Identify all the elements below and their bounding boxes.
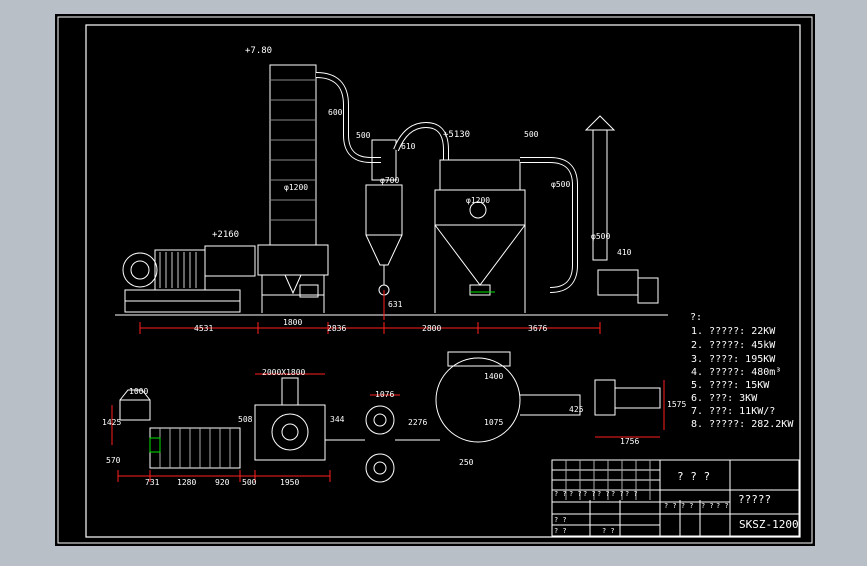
plan-dim-10: 508 <box>238 415 253 424</box>
plan-dim-16: 250 <box>459 458 474 467</box>
plan-dim-5: 1280 <box>177 478 197 487</box>
tb-r3c2: ? ? <box>701 502 714 510</box>
air-heater <box>122 245 256 313</box>
elevation-cyclone-label: +5130 <box>443 130 471 140</box>
tb-r3c1: ? ? ? ? <box>664 502 694 510</box>
plan-dim-3: 570 <box>106 456 121 465</box>
legend-item-4: 4. ?????: 480m³ <box>691 367 782 378</box>
legend-item-7: 7. ???: 11KW/? <box>691 406 776 417</box>
outer-frame <box>57 16 813 544</box>
front-dim-1: 4531 <box>194 324 214 333</box>
legend-item-3: 3. ????: 195KW <box>691 354 776 365</box>
front-dim-10: 600 <box>328 108 343 117</box>
tb-r1c1: ? ? <box>554 490 567 498</box>
plan-dim-19: 425 <box>569 405 584 414</box>
title-cell-2: ????? <box>738 493 772 506</box>
front-dim-15: φ500 <box>591 232 611 241</box>
inner-frame <box>85 24 801 538</box>
front-dim-5: 3676 <box>528 324 548 333</box>
plan-dim-14: 1400 <box>484 372 504 381</box>
plan-dim-13: 2276 <box>408 418 428 427</box>
tb-r5c1: ? ? <box>554 527 567 535</box>
front-dim-12: φ700 <box>380 176 400 185</box>
front-dim-13: φ1200 <box>466 196 491 205</box>
plan-dim-12: 1076 <box>375 390 395 399</box>
front-dim-2: 1800 <box>283 318 303 327</box>
plan-view <box>119 351 661 483</box>
legend-item-5: 5. ????: 15KW <box>691 380 770 391</box>
plan-dim-18: 1756 <box>620 437 640 446</box>
tb-r1c5: ? ? <box>611 490 624 498</box>
front-dim-14: φ500 <box>551 180 571 189</box>
tb-r1c4: ? ? <box>597 490 610 498</box>
front-dim-3: 2836 <box>327 324 347 333</box>
title-cell-1: ? ? ? <box>677 470 711 483</box>
title-block <box>551 459 800 537</box>
legend-item-8: 8. ?????: 282.2KW <box>691 419 794 430</box>
plan-dim-8: 1950 <box>280 478 300 487</box>
plan-dim-6: 920 <box>215 478 230 487</box>
elevation-top-label: +7.80 <box>245 46 273 56</box>
legend-item-1: 1. ?????: 22KW <box>691 326 776 337</box>
plan-dim-11: 344 <box>330 415 345 424</box>
tb-r5c2: ? ? <box>602 527 615 535</box>
front-dim-7: 500 <box>356 131 371 140</box>
plan-dim-1: 1000 <box>129 387 149 396</box>
plan-dim-9: 2000X1800 <box>262 368 306 377</box>
front-dim-8: 500 <box>524 130 539 139</box>
bag-filter <box>434 159 526 313</box>
legend-header: ?: <box>690 312 703 323</box>
cyclone-separator <box>365 139 403 296</box>
legend-item-2: 2. ?????: 45kW <box>691 340 776 351</box>
plan-dim-17: 1575 <box>667 400 687 409</box>
plan-dims <box>111 373 665 482</box>
drying-tower <box>257 64 329 313</box>
front-elevation <box>115 64 668 316</box>
tb-r1c2: ? ? <box>569 490 582 498</box>
tb-r1c3: ? ? <box>583 490 596 498</box>
drawing-number: SKSZ-1200 <box>739 518 799 531</box>
chimney <box>584 115 659 304</box>
front-dims <box>139 290 601 334</box>
front-dim-16: 410 <box>617 248 632 257</box>
plan-dim-4: 731 <box>145 478 160 487</box>
front-dim-11: φ1200 <box>284 183 309 192</box>
front-dim-4: 2800 <box>422 324 442 333</box>
legend-item-6: 6. ???: 3KW <box>691 393 758 404</box>
front-dim-6: 631 <box>388 300 403 309</box>
tb-r3c3: ? ? <box>716 502 729 510</box>
elevation-fan-label: +2160 <box>212 230 240 240</box>
green-annotations <box>149 291 495 453</box>
front-dim-9: 610 <box>401 142 416 151</box>
plan-dim-7: 500 <box>242 478 257 487</box>
plan-dim-15: 1075 <box>484 418 504 427</box>
tb-r4c1: ? ? <box>554 516 567 524</box>
tb-r1c6: ? ? <box>625 490 638 498</box>
plan-dim-2: 1425 <box>102 418 122 427</box>
